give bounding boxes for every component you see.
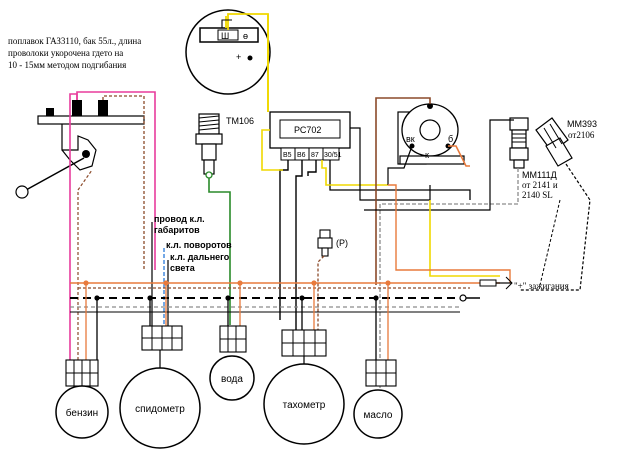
tachometer-label: тахометр (283, 400, 326, 411)
coil-terminal-k: к (425, 150, 429, 160)
label-gabarit-1: провод к.л. (154, 214, 205, 224)
terminal-dot-top: ө (243, 31, 248, 41)
rs702-relay: РС702 В5 В6 87 30/51 (269, 111, 351, 161)
tachometer-gauge: тахометр (263, 329, 345, 445)
mm111d-sub1: от 2141 и (522, 180, 558, 190)
mm111d-label: ММ111Д (522, 170, 557, 180)
label-turn: к.л. поворотов (166, 240, 232, 250)
label-high-2: света (170, 263, 196, 273)
fuel-gauge: бензин (55, 359, 109, 439)
coil-terminal-vk: вк (406, 134, 415, 144)
tm106-label: ТМ106 (226, 116, 254, 126)
float-note-line3: 10 - 15мм методом подгибания (8, 60, 126, 70)
voltmeter-gauge: Ш ө + (185, 9, 271, 95)
float-note-line1: поплавок ГАЗ3110, бак 55л., длина (8, 36, 141, 46)
ignition-coil: вк б к (397, 103, 465, 165)
label-gabarit-2: габаритов (154, 225, 200, 235)
label-ignition: "+" зажигания (514, 281, 569, 291)
rs702-pin-b5: В5 (283, 152, 292, 159)
fuel-gauge-label: бензин (66, 407, 98, 419)
rs702-pin-30-51: 30/51 (324, 152, 342, 159)
label-high-1: к.л. дальнего (170, 252, 230, 262)
oil-pressure-gauge: масло (353, 359, 403, 439)
coil-terminal-b: б (448, 134, 453, 144)
speedometer-label: спидометр (135, 404, 185, 415)
mm393-sensor: ММ393 от2106 (535, 117, 597, 167)
mm393-label: ММ393 (567, 119, 597, 129)
rs702-pin-b6: В6 (297, 152, 306, 159)
plus-terminal: + (236, 52, 241, 62)
oil-gauge-label: масло (364, 410, 393, 421)
rs702-pin-87: 87 (311, 152, 319, 159)
mm111d-sub2: 2140 SL (522, 190, 553, 200)
water-gauge-label: вода (221, 374, 243, 385)
water-temp-gauge: вода (209, 325, 255, 401)
mm393-sub: от2106 (568, 130, 595, 140)
sensor-p-label: (Р) (336, 238, 348, 248)
oil-pressure-switch: (Р) (317, 229, 348, 257)
rs702-label: РС702 (294, 125, 321, 135)
shunt-label: Ш (221, 31, 229, 41)
tm106-sensor: ТМ106 (195, 113, 254, 179)
speedometer-gauge: спидометр (119, 325, 201, 449)
mm111d-sensor: ММ111Д от 2141 и 2140 SL (509, 117, 558, 200)
fuel-float-sender (15, 100, 145, 199)
float-note-line2: проволоки укорочена гдето на (8, 48, 123, 58)
